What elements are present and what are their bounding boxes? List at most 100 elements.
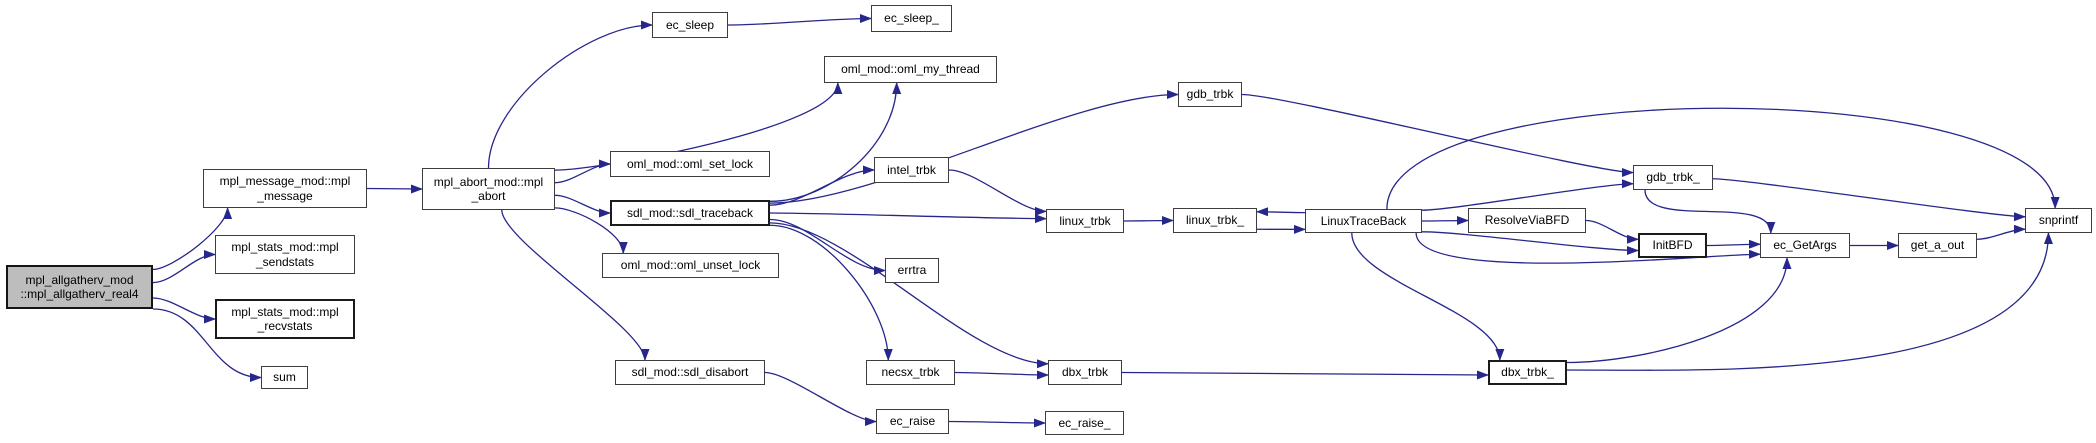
edge-sdl_traceback-to-linux_trbk	[769, 212, 1047, 224]
edge-mpl_message-to-mpl_abort	[366, 184, 423, 194]
edge-dbx_trbk_-to-ec_GetArgs	[1566, 257, 1792, 364]
node-ec_raise[interactable]: ec_raise	[876, 409, 949, 434]
node-label-get_a_out: get_a_out	[1910, 238, 1965, 253]
node-sdl_traceback[interactable]: sdl_mod::sdl_traceback	[610, 200, 770, 226]
edge-ResolveViaBFD-to-InitBFD	[1585, 219, 1639, 244]
node-label-ResolveViaBFD: ResolveViaBFD	[1484, 213, 1570, 228]
node-label-mpl_allgatherv_real4: mpl_allgatherv_mod ::mpl_allgatherv_real…	[20, 272, 139, 301]
edge-mpl_allgatherv_real4-to-sum	[152, 308, 262, 382]
node-label-ec_GetArgs: ec_GetArgs	[1773, 238, 1837, 253]
edge-mpl_abort-to-oml_my_thread	[554, 82, 843, 171]
edge-dbx_trbk-to-dbx_trbk_	[1121, 370, 1489, 380]
node-necsx_trbk[interactable]: necsx_trbk	[866, 360, 955, 385]
edge-linux_trbk-to-linux_trbk_	[1123, 216, 1174, 226]
node-label-sdl_traceback: sdl_mod::sdl_traceback	[626, 205, 754, 220]
node-label-linux_trbk_: linux_trbk_	[1185, 213, 1245, 228]
edge-sdl_traceback-to-oml_my_thread	[769, 82, 902, 202]
edge-mpl_abort-to-ec_sleep	[487, 20, 653, 169]
node-dbx_trbk_[interactable]: dbx_trbk_	[1488, 360, 1567, 385]
edge-sdl_traceback-to-dbx_trbk	[769, 222, 1049, 369]
node-ec_sleep_[interactable]: ec_sleep_	[871, 5, 952, 32]
node-label-gdb_trbk: gdb_trbk	[1186, 87, 1234, 102]
node-label-dbx_trbk_: dbx_trbk_	[1501, 365, 1554, 380]
node-mpl_allgatherv_real4[interactable]: mpl_allgatherv_mod ::mpl_allgatherv_real…	[6, 265, 153, 309]
node-get_a_out[interactable]: get_a_out	[1898, 233, 1977, 258]
node-ResolveViaBFD[interactable]: ResolveViaBFD	[1468, 208, 1586, 233]
node-gdb_trbk_[interactable]: gdb_trbk_	[1633, 165, 1713, 190]
node-linux_trbk[interactable]: linux_trbk	[1046, 209, 1124, 233]
node-oml_set_lock[interactable]: oml_mod::oml_set_lock	[610, 151, 770, 177]
node-label-snprintf: snprintf	[2038, 213, 2079, 228]
node-label-necsx_trbk: necsx_trbk	[881, 365, 940, 380]
edge-LinuxTraceBack-to-snprintf	[1386, 107, 2060, 210]
edge-LinuxTraceBack-to-InitBFD	[1421, 231, 1639, 255]
edge-LinuxTraceBack-to-ec_GetArgs	[1415, 232, 1761, 264]
node-dbx_trbk[interactable]: dbx_trbk	[1048, 360, 1122, 385]
edge-mpl_allgatherv_real4-to-mpl_recvstats	[152, 297, 216, 324]
node-label-InitBFD: InitBFD	[1652, 238, 1693, 253]
edge-sdl_traceback-to-gdb_trbk	[769, 90, 1179, 204]
node-sum[interactable]: sum	[261, 366, 308, 389]
edge-gdb_trbk_-to-ec_GetArgs	[1644, 189, 1776, 234]
edge-mpl_abort-to-oml_set_lock	[554, 159, 611, 184]
node-ec_sleep[interactable]: ec_sleep	[652, 12, 728, 38]
node-label-oml_set_lock: oml_mod::oml_set_lock	[626, 156, 754, 171]
edge-ec_raise-to-ec_raise_	[948, 418, 1046, 428]
edge-gdb_trbk-to-gdb_trbk_	[1241, 93, 1634, 177]
node-label-oml_unset_lock: oml_mod::oml_unset_lock	[620, 258, 761, 273]
node-gdb_trbk[interactable]: gdb_trbk	[1178, 82, 1242, 107]
edge-LinuxTraceBack-to-linux_trbk_	[1256, 207, 1306, 217]
edge-sdl_traceback-to-necsx_trbk	[769, 224, 893, 361]
node-label-ec_sleep_: ec_sleep_	[884, 11, 939, 26]
edge-LinuxTraceBack-to-ResolveViaBFD	[1421, 216, 1469, 226]
node-label-errtra: errtra	[897, 263, 927, 278]
node-mpl_recvstats[interactable]: mpl_stats_mod::mpl _recvstats	[215, 299, 355, 339]
node-InitBFD[interactable]: InitBFD	[1638, 233, 1707, 258]
node-snprintf[interactable]: snprintf	[2025, 208, 2092, 233]
edge-necsx_trbk-to-dbx_trbk	[954, 370, 1049, 380]
edge-mpl_allgatherv_real4-to-mpl_message	[152, 207, 233, 271]
node-label-intel_trbk: intel_trbk	[887, 162, 936, 177]
node-label-ec_raise: ec_raise	[889, 414, 936, 429]
node-label-dbx_trbk: dbx_trbk	[1061, 365, 1109, 380]
edge-mpl_abort-to-oml_unset_lock	[554, 207, 628, 254]
node-errtra[interactable]: errtra	[885, 258, 939, 283]
edge-InitBFD-to-ec_GetArgs	[1706, 239, 1761, 249]
node-label-mpl_recvstats: mpl_stats_mod::mpl _recvstats	[231, 304, 339, 333]
edge-mpl_abort-to-sdl_disabort	[501, 209, 650, 361]
edge-LinuxTraceBack-to-gdb_trbk_	[1421, 179, 1634, 211]
node-mpl_message[interactable]: mpl_message_mod::mpl _message	[203, 169, 367, 208]
node-ec_raise_[interactable]: ec_raise_	[1045, 411, 1124, 435]
node-label-ec_raise_: ec_raise_	[1058, 415, 1111, 430]
node-label-linux_trbk: linux_trbk	[1059, 213, 1111, 228]
node-label-mpl_sendstats: mpl_stats_mod::mpl _sendstats	[231, 240, 339, 269]
edge-gdb_trbk_-to-snprintf	[1712, 178, 2026, 222]
node-label-oml_my_thread: oml_mod::oml_my_thread	[841, 62, 980, 77]
edge-mpl_allgatherv_real4-to-mpl_sendstats	[152, 250, 216, 284]
node-label-sdl_disabort: sdl_mod::sdl_disabort	[631, 365, 749, 380]
node-mpl_sendstats[interactable]: mpl_stats_mod::mpl _sendstats	[215, 235, 355, 274]
edge-get_a_out-to-snprintf	[1976, 224, 2026, 240]
node-mpl_abort[interactable]: mpl_abort_mod::mpl _abort	[422, 168, 555, 210]
node-label-mpl_message: mpl_message_mod::mpl _message	[219, 174, 351, 203]
edge-sdl_disabort-to-ec_raise	[764, 371, 877, 426]
edge-mpl_abort-to-sdl_traceback	[554, 194, 611, 218]
node-intel_trbk[interactable]: intel_trbk	[874, 157, 949, 183]
node-ec_GetArgs[interactable]: ec_GetArgs	[1760, 233, 1850, 258]
node-label-LinuxTraceBack: LinuxTraceBack	[1320, 213, 1407, 228]
node-label-ec_sleep: ec_sleep	[665, 17, 715, 32]
edge-LinuxTraceBack-to-dbx_trbk_	[1351, 232, 1505, 361]
node-oml_my_thread[interactable]: oml_mod::oml_my_thread	[824, 56, 997, 83]
node-sdl_disabort[interactable]: sdl_mod::sdl_disabort	[615, 360, 765, 385]
edge-intel_trbk-to-linux_trbk	[948, 169, 1047, 216]
node-linux_trbk_[interactable]: linux_trbk_	[1173, 208, 1257, 233]
node-oml_unset_lock[interactable]: oml_mod::oml_unset_lock	[602, 253, 779, 278]
node-LinuxTraceBack[interactable]: LinuxTraceBack	[1305, 209, 1422, 233]
edge-group	[152, 14, 2060, 428]
node-label-sum: sum	[273, 370, 296, 385]
node-label-gdb_trbk_: gdb_trbk_	[1646, 170, 1700, 185]
node-label-mpl_abort: mpl_abort_mod::mpl _abort	[433, 174, 544, 203]
edge-dbx_trbk_-to-snprintf	[1566, 232, 2053, 371]
